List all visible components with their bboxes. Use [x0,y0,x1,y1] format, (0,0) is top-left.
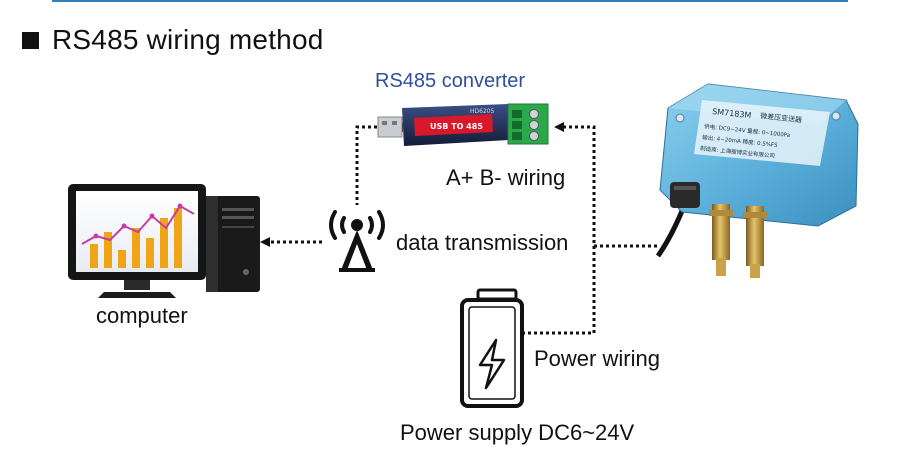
computer-icon [68,184,260,298]
screen-chart-line [81,204,195,245]
power-wiring-label: Power wiring [534,346,660,371]
line-power-to-bus [522,246,596,335]
transmitter-model: SM7183M [712,107,752,120]
antenna-icon [329,210,385,272]
power-supply-label: Power supply DC6~24V [400,420,635,445]
bullet-square-icon [22,31,39,49]
screen-chart-bars [90,208,182,268]
line-converter-to-antenna [355,122,403,205]
rs485-converter-icon: USB TO 485 HD6205 [377,103,549,146]
converter-title: RS485 converter [375,70,526,92]
computer-label: computer [96,303,188,328]
heading-title: RS485 wiring method [52,24,324,55]
converter-label-model: HD6205 [470,108,495,115]
pressure-transmitter-icon: SM7183M 微差压变送器 供电: DC9~24V 量程: 0~1000Pa … [655,83,859,278]
top-rule [52,0,848,2]
transmitter-line-1: 微差压变送器 [760,111,803,124]
battery-icon [460,288,524,408]
converter-label-main: USB TO 485 [430,122,483,131]
wiring-ab-label: A+ B- wiring [446,165,566,190]
data-transmission-label: data transmission [396,230,569,255]
line-transmitter-to-converter [554,122,657,248]
section-heading: RS485 wiring method [22,24,324,56]
